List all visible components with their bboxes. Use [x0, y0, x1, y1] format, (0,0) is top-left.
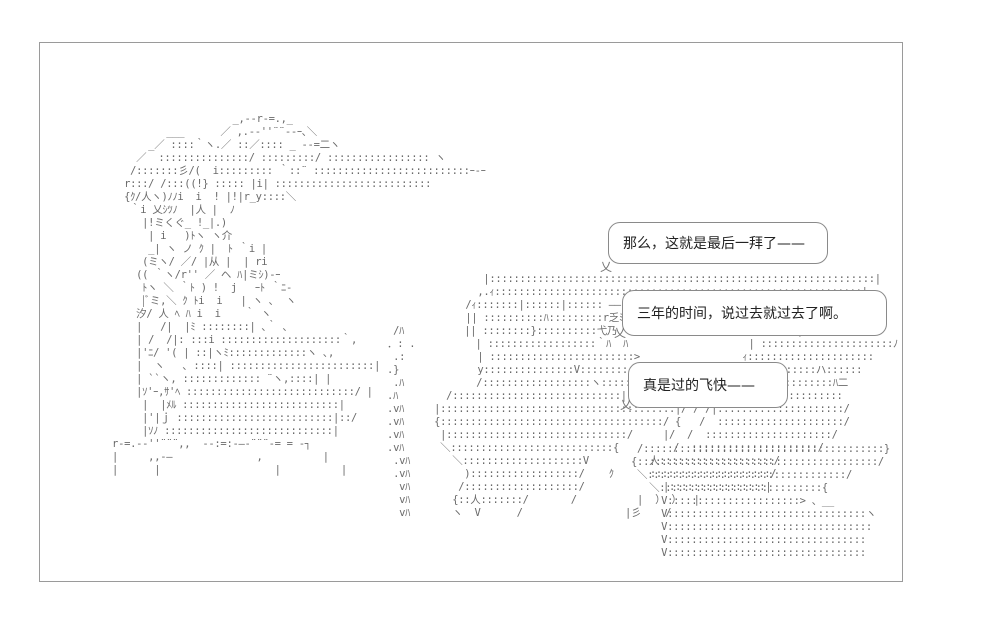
dialogue-line-2: 三年的时间，说过去就过去了啊。 — [637, 306, 847, 322]
robe-hem-ascii-art: /:::::::::::::::::::::::::::::::::::::::… — [631, 443, 890, 559]
dialogue-line-1: 那么，这就是最后一拜了—— — [623, 236, 805, 252]
speech-bubble-3: 真是过的飞快—— — [628, 362, 788, 408]
dialogue-line-3: 真是过的飞快—— — [643, 378, 755, 394]
speech-tail-icon: 乂 — [600, 260, 613, 274]
winged-statue-ascii-art: _,-‐r‐=.,_ ___ ／ ,.-‐''¨¨‐-ｰ､＼ _／ ::::｀ヽ… — [112, 113, 486, 476]
speech-tail-icon: 乂 — [620, 398, 633, 412]
speech-bubble-2: 三年的时间，说过去就过去了啊。 — [622, 290, 887, 336]
speech-bubble-1: 那么，这就是最后一拜了—— — [608, 222, 828, 264]
speech-tail-icon: 乂 — [614, 326, 627, 340]
